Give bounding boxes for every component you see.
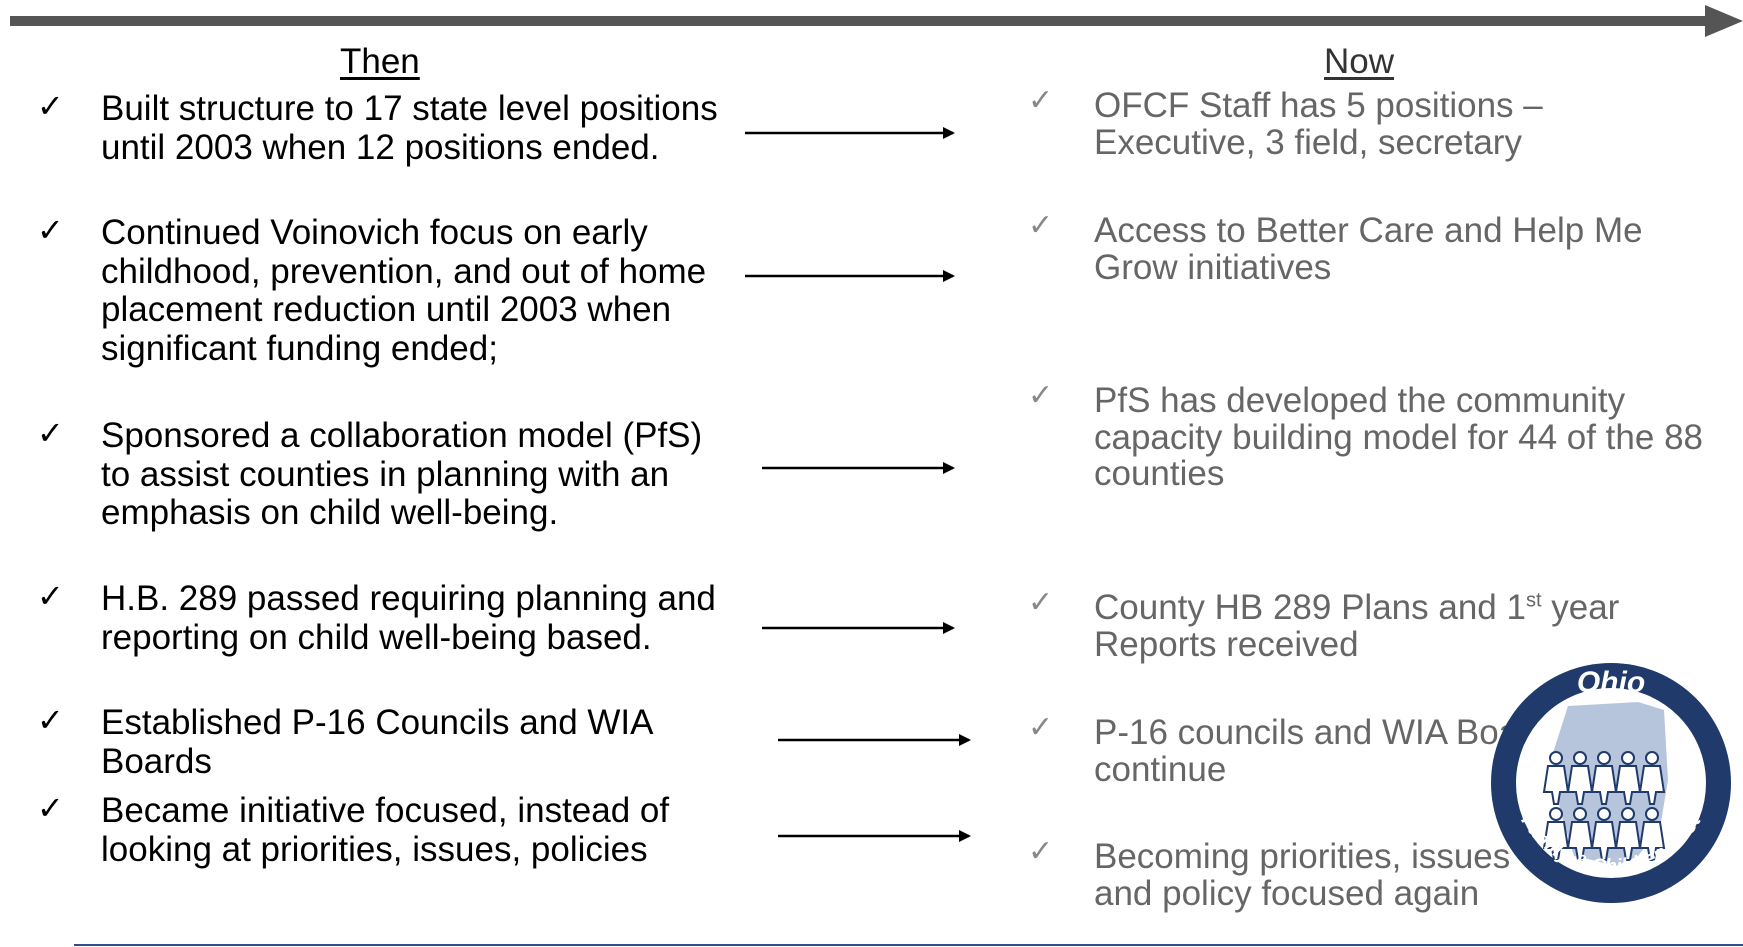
then-item-6: ✓ Became initiative focused, instead of … — [37, 791, 721, 869]
then-item-text: H.B. 289 passed requiring planning and r… — [101, 579, 716, 657]
then-item-text: Continued Voinovich focus on early child… — [101, 213, 707, 368]
now-item-text: P-16 councils and WIA Boards continue — [1094, 713, 1567, 789]
then-item-1: ✓ Built structure to 17 state level posi… — [37, 89, 721, 167]
now-item-text: Becoming priorities, issues and policy f… — [1094, 837, 1511, 913]
now-heading: Now — [1324, 42, 1395, 81]
check-icon: ✓ — [37, 789, 64, 827]
then-item-text: Established P-16 Councils and WIA Boards — [101, 703, 652, 781]
then-item-2: ✓ Continued Voinovich focus on early chi… — [37, 213, 741, 368]
check-icon: ✓ — [37, 87, 64, 125]
check-icon: ✓ — [1028, 710, 1054, 745]
ohio-family-children-first-logo: Ohio Family & Children First — [1491, 663, 1731, 903]
now-item-1: ✓ OFCF Staff has 5 positions – Executive… — [1028, 86, 1634, 162]
check-icon: ✓ — [1028, 208, 1054, 243]
figures-icon — [1542, 751, 1666, 861]
then-item-text: Built structure to 17 state level positi… — [101, 89, 718, 167]
now-item-text: OFCF Staff has 5 positions – Executive, … — [1094, 86, 1543, 162]
check-icon: ✓ — [37, 577, 64, 615]
then-item-3: ✓ Sponsored a collaboration model (PfS) … — [37, 416, 721, 533]
then-item-text: Became initiative focused, instead of lo… — [101, 791, 670, 869]
check-icon: ✓ — [37, 211, 64, 249]
bottom-rule — [74, 944, 1743, 946]
check-icon: ✓ — [1028, 378, 1054, 413]
check-icon: ✓ — [1028, 585, 1054, 620]
now-item-5: ✓ P-16 councils and WIA Boards continue — [1028, 713, 1614, 789]
now-item-text-post: year Reports received — [1094, 588, 1620, 664]
then-item-4: ✓ H.B. 289 passed requiring planning and… — [37, 579, 741, 657]
then-item-5: ✓ Established P-16 Councils and WIA Boar… — [37, 703, 751, 781]
now-item-text: County HB 289 Plans and 1st year Reports… — [1094, 588, 1694, 664]
check-icon: ✓ — [1028, 83, 1054, 118]
logo-top-text: Ohio — [1577, 666, 1645, 699]
timeline-arrow — [10, 5, 1743, 37]
now-item-text-pre: County HB 289 Plans and 1 — [1094, 588, 1526, 627]
check-icon: ✓ — [37, 701, 64, 739]
now-item-2: ✓ Access to Better Care and Help Me Grow… — [1028, 211, 1694, 287]
then-item-text: Sponsored a collaboration model (PfS) to… — [101, 416, 703, 532]
now-item-text: PfS has developed the community capacity… — [1094, 381, 1703, 493]
now-item-4: ✓ County HB 289 Plans and 1st year Repor… — [1028, 588, 1694, 664]
now-item-text: Access to Better Care and Help Me Grow i… — [1094, 211, 1643, 287]
check-icon: ✓ — [1028, 834, 1054, 869]
ordinal-superscript: st — [1525, 589, 1542, 612]
now-item-3: ✓ PfS has developed the community capaci… — [1028, 381, 1714, 493]
check-icon: ✓ — [37, 414, 64, 452]
then-heading: Then — [340, 42, 420, 81]
now-item-6: ✓ Becoming priorities, issues and policy… — [1028, 837, 1574, 913]
